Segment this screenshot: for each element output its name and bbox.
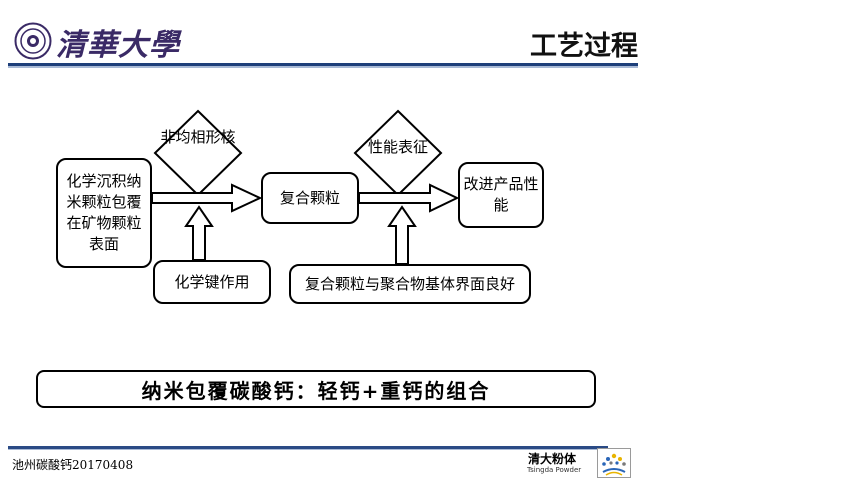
product-performance-box: 改进产品性能 — [458, 162, 544, 228]
diamond-1-label: 非均相形核 — [160, 128, 236, 146]
footer-date-text: 池州碳酸钙20170408 — [12, 458, 134, 472]
header-divider — [8, 63, 638, 66]
slide-title: 工艺过程 — [530, 31, 638, 62]
brand-logo-icon — [597, 448, 631, 478]
arrow-bond-up — [184, 205, 214, 261]
arrow-source-to-composite — [151, 183, 263, 213]
interface-box: 复合颗粒与聚合物基体界面良好 — [289, 264, 531, 304]
university-seal-icon — [14, 22, 52, 60]
arrow-interface-up — [387, 205, 417, 265]
diamond-2-label: 性能表征 — [367, 138, 428, 156]
source-process-box: 化学沉积纳米颗粒包覆在矿物颗粒表面 — [56, 158, 152, 268]
chemical-bond-box: 化学键作用 — [153, 260, 271, 304]
arrow-composite-to-product — [358, 183, 460, 213]
composite-particle-box: 复合颗粒 — [261, 172, 359, 224]
caption-box: 纳米包覆碳酸钙：轻钙+重钙的组合 — [36, 370, 596, 408]
footer-brand-name: 清大粉体 — [528, 452, 577, 466]
footer-divider — [8, 446, 608, 449]
diamond-heterogeneous-nucleation — [153, 109, 243, 197]
footer-divider-light — [8, 449, 608, 450]
university-name-logo: 清華大學 — [56, 28, 180, 63]
footer-brand-subtitle: Tsingda Powder — [527, 466, 582, 474]
header-divider-light — [8, 66, 638, 68]
